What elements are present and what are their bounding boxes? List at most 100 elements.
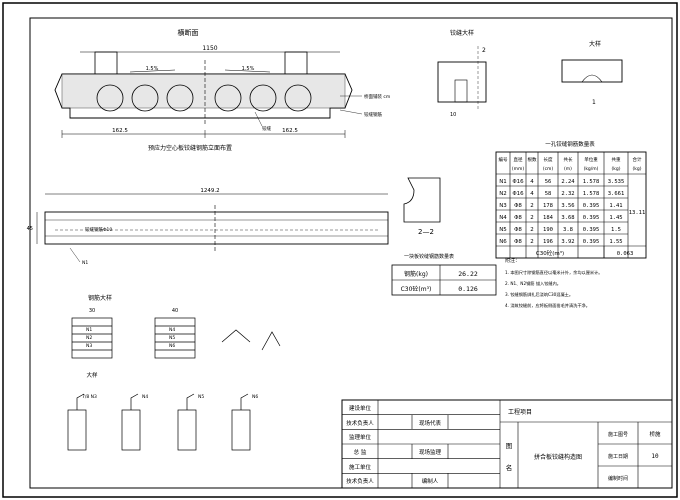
rebar-cell-r4-c7: 1.45 — [609, 215, 622, 221]
rebar-cell-r2-c3: 4 — [530, 191, 534, 197]
elevation-label-n1: N1 — [82, 260, 88, 266]
rebar-cell-r4-c1: N4 — [499, 215, 507, 221]
tb-left-label-5: 施工单位 — [349, 463, 372, 471]
notes-title: 附注： — [505, 257, 520, 264]
rebar-cell-r2-c1: N2 — [499, 191, 507, 197]
bar-label-n3: N3 — [86, 343, 92, 349]
section-22-view: 2—2 — [403, 177, 441, 236]
note-line-2: 2. N1、N2钢筋 锚入铰缝内。 — [505, 280, 561, 287]
tb-left-label-3: 监理单位 — [349, 433, 372, 441]
rebar-cell-r5-c1: N5 — [499, 227, 507, 233]
rebar-cell-r5-c6: 0.395 — [583, 227, 600, 233]
rebar-table-title: 一孔铰缝钢筋数量表 — [545, 140, 595, 148]
note-line-1: 1. 本图尺寸除钢筋直径以毫米计外，余均以厘米计。 — [505, 269, 602, 276]
rebar-cell-r3-c4: 178 — [543, 203, 553, 209]
bend-label-2: N4 — [142, 394, 148, 400]
note-line-4: 4. 浇筑铰缝前，应将板侧面凿毛并清洗干净。 — [505, 302, 590, 309]
tb-left-label-6: 技术负责人 — [346, 477, 374, 485]
rebar-cell-r3-c5: 3.56 — [561, 203, 574, 209]
rebar-cell-r6-c1: N6 — [499, 239, 507, 245]
section-22-title: 2—2 — [418, 228, 434, 236]
rebar-cell-r4-c6: 0.395 — [583, 215, 600, 221]
material-row-1-value: 26.22 — [458, 270, 478, 278]
label-right-top: 桥面铺装 cm — [364, 93, 390, 100]
rebar-cell-r5-c5: 3.8 — [563, 227, 573, 233]
rebar-header-3: 根数 — [528, 156, 537, 163]
rebar-cell-r4-c5: 3.68 — [561, 215, 574, 221]
bar-label-n4: N4 — [169, 327, 175, 333]
rebar-cell-r5-c2: Φ8 — [514, 227, 522, 233]
rebar-cell-r4-c4: 184 — [543, 215, 554, 221]
rebar-cell-r6-c7: 1.55 — [609, 239, 622, 245]
rebar-header-unit-8: (kg) — [633, 166, 642, 172]
rebar-cell-r5-c3: 2 — [530, 227, 534, 233]
label-right-bottom: 铰缝钢筋 — [364, 111, 382, 118]
bend-label-3: N5 — [198, 394, 204, 400]
dim-left: 162.5 — [112, 128, 128, 134]
rebar-header-unit-5: (m) — [564, 166, 572, 172]
rebar-header-8: 合计 — [633, 156, 642, 163]
tb-left-label-2: 技术负责人 — [346, 419, 374, 427]
rebar-header-unit-2: (mm) — [512, 166, 525, 172]
rebar-concrete-label: C30砼(m³) — [536, 249, 564, 257]
rebar-cell-r6-c5: 3.92 — [561, 239, 574, 245]
bar-detail-dim-1: 30 — [89, 308, 95, 314]
detail-top-dim: 10 — [450, 112, 456, 118]
rebar-cell-r2-c4: 58 — [545, 191, 552, 197]
elevation-title: 预应力空心板铰缝钢筋立面布置 — [148, 144, 232, 152]
tb-mid-label-2: 现场代表 — [419, 419, 442, 427]
section-mark-2: 2 — [482, 47, 486, 54]
material-row-2-label: C30砼(m³) — [401, 285, 432, 293]
rebar-cell-r6-c4: 196 — [543, 239, 553, 245]
section-mark-1: 1 — [592, 99, 596, 106]
rebar-header-5: 共长 — [564, 156, 573, 163]
rebar-cell-r4-c2: Φ8 — [514, 215, 522, 221]
rebar-header-2: 直径 — [514, 156, 523, 163]
bar-label-n2: N2 — [86, 335, 92, 341]
rebar-cell-r1-c1: N1 — [499, 179, 507, 185]
elevation-view: 预应力空心板铰缝钢筋立面布置 1249.2 45 铰缝钢筋Φ10 N1 — [27, 144, 389, 266]
rebar-cell-r1-c6: 1.578 — [583, 179, 600, 185]
cross-section-dim-total: 1150 — [202, 45, 217, 52]
detail-top-view: 铰缝大样 2 10 — [437, 29, 487, 118]
tb-mid-label-6: 编制人 — [422, 477, 439, 485]
detail-1-view: 大样 1 — [561, 40, 623, 106]
rebar-cell-r5-c4: 190 — [543, 227, 553, 233]
bar-detail-dim-2: 40 — [172, 308, 178, 314]
rebar-cell-r3-c3: 2 — [530, 203, 534, 209]
tb-right-label-3: 编制时间 — [608, 475, 628, 482]
rebar-header-1: 编号 — [499, 156, 508, 163]
rebar-cell-r1-c5: 2.24 — [561, 179, 575, 185]
material-table: 一块板铰缝钢筋数量表 钢筋(kg) 26.22 C30砼(m³) 0.126 — [391, 253, 497, 296]
rebar-cell-r6-c2: Φ8 — [514, 239, 522, 245]
bar-detail-title: 钢筋大样 — [88, 294, 112, 302]
bar-label-n1: N1 — [86, 327, 92, 333]
rebar-header-unit-7: (kg) — [612, 166, 621, 172]
rebar-header-7: 共重 — [612, 156, 621, 163]
note-line-3: 3. 铰缝钢筋绑扎后浇筑C30混凝土。 — [505, 291, 573, 298]
elevation-dim-total: 1249.2 — [200, 188, 219, 194]
rebar-cell-r1-c4: 56 — [545, 179, 552, 185]
rebar-cell-r6-c3: 2 — [530, 239, 534, 245]
rebar-concrete-value: 0.063 — [617, 251, 634, 257]
rebar-cell-r3-c2: Φ8 — [514, 203, 522, 209]
bar-label-n5: N5 — [169, 335, 175, 341]
rebar-cell-r4-c3: 2 — [530, 215, 534, 221]
tb-drawing-label: 图 — [506, 442, 513, 450]
material-row-1-label: 钢筋(kg) — [404, 270, 428, 278]
rebar-total: 13.11 — [629, 210, 646, 216]
rebar-cell-r2-c7: 3.661 — [608, 191, 625, 197]
rebar-header-unit-6: (kg/m) — [584, 166, 599, 172]
cross-section-view: 横断面 1150 1.5% 1.5% 162.5 162.5 桥面铺装 cm — [54, 28, 390, 138]
title-block: 建设单位 技术负责人 现场代表 监理单位 总 监 现场监理 施工单位 技术负责人… — [341, 399, 673, 489]
notes-block: 附注： 1. 本图尺寸除钢筋直径以毫米计外，余均以厘米计。 2. N1、N2钢筋… — [505, 257, 602, 309]
tb-right-value-2: 10 — [651, 453, 659, 460]
bar-detail-subtitle: 大样 — [86, 371, 98, 379]
rebar-header-6: 单位重 — [584, 156, 598, 163]
rebar-cell-r6-c6: 0.395 — [583, 239, 600, 245]
rebar-table: 一孔铰缝钢筋数量表 编号直径(mm)根数长度(cm)共长(m)单位重(kg/m)… — [495, 140, 647, 259]
rebar-cell-r3-c7: 1.41 — [609, 203, 622, 209]
bend-label-4: N6 — [252, 394, 258, 400]
